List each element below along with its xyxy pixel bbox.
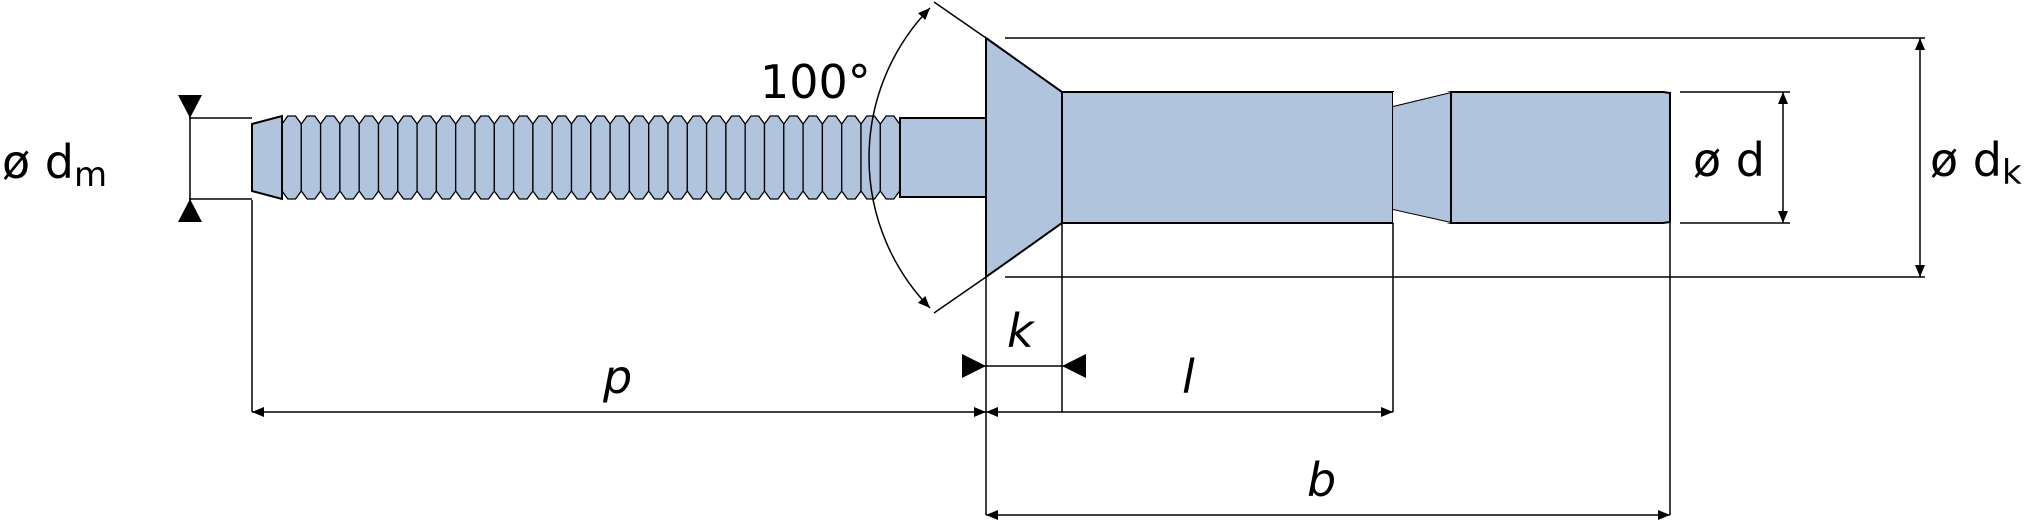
thread-ridge xyxy=(628,115,650,200)
mandrel-threads xyxy=(281,115,901,200)
thread-ridge xyxy=(763,115,785,200)
thread-ridge xyxy=(512,115,534,200)
thread-ridge xyxy=(821,115,843,200)
label-mandrel-length: p xyxy=(602,350,632,404)
label-body-length: b xyxy=(1307,453,1336,507)
thread-ridge xyxy=(841,115,862,200)
thread-ridge xyxy=(686,115,708,200)
extension-lines xyxy=(189,1,1925,515)
thread-ridge xyxy=(705,115,727,200)
label-shank-diameter: ø d xyxy=(1693,133,1765,187)
shank-groove xyxy=(1393,92,1451,223)
thread-ridge xyxy=(416,115,438,200)
label-clamp-length: l xyxy=(1182,350,1195,404)
thread-ridge xyxy=(377,115,399,200)
thread-ridge xyxy=(455,115,476,200)
thread-ridge xyxy=(783,115,804,200)
label-head-diameter: ø dk xyxy=(1930,133,2022,193)
dimension-lines xyxy=(178,7,1925,520)
thread-ridge xyxy=(648,115,669,200)
thread-ridge xyxy=(667,115,688,200)
mandrel xyxy=(251,114,987,201)
thread-ridge xyxy=(551,115,573,200)
thread-ridge xyxy=(358,115,380,200)
groove-fill-upper xyxy=(1393,92,1451,106)
thread-ridge xyxy=(339,115,360,200)
countersunk-head xyxy=(985,36,1063,279)
dim-angle-arc xyxy=(868,7,931,309)
thread-ridge xyxy=(435,115,457,200)
shank xyxy=(1061,91,1394,224)
mandrel-tip xyxy=(251,114,283,201)
groove-fill-lower xyxy=(1393,210,1451,223)
label-angle: 100° xyxy=(760,55,871,109)
dim-dm-arrow-bottom xyxy=(178,199,202,222)
thread-ridge xyxy=(725,115,746,200)
thread-ridge xyxy=(474,115,495,200)
thread-ridge xyxy=(532,115,553,200)
thread-ridge xyxy=(802,115,824,200)
dim-k-arrow-left xyxy=(962,354,986,378)
thread-ridge xyxy=(493,115,515,200)
thread-ridge xyxy=(609,115,631,200)
thread-ridge xyxy=(319,115,341,200)
label-mandrel-diameter: ø dm xyxy=(2,135,107,195)
dim-dm-arrow-top xyxy=(178,95,202,118)
dim-k-arrow-right xyxy=(1062,354,1086,378)
label-head-height: k xyxy=(1007,304,1036,358)
mandrel-neck xyxy=(899,117,987,198)
thread-ridge xyxy=(281,115,302,200)
thread-ridge xyxy=(397,115,418,200)
thread-ridge xyxy=(570,115,592,200)
thread-ridge xyxy=(879,115,901,200)
thread-ridge xyxy=(300,115,322,200)
tail-section xyxy=(1450,91,1671,224)
thread-ridge xyxy=(744,115,766,200)
labels: 100° ø dm ø d ø dk k l p b xyxy=(2,55,2022,507)
thread-ridge xyxy=(590,115,611,200)
rivet-body xyxy=(985,36,1671,279)
